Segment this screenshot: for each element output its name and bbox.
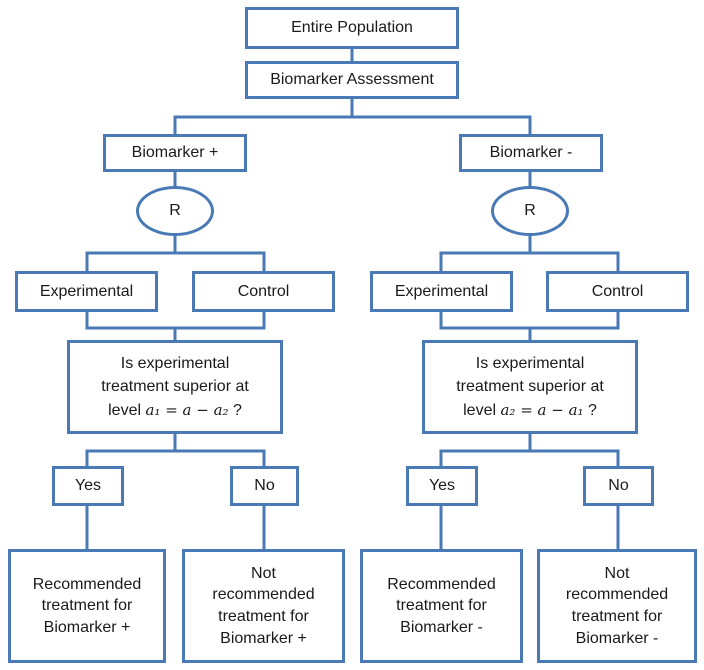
not-recommended-positive-line1: Not (251, 564, 276, 582)
experimental-negative-box: Experimental (370, 271, 513, 312)
connector-assessment-negative (352, 115, 532, 136)
not-recommended-negative-line3: treatment for (571, 608, 663, 625)
question-negative-line2: treatment superior at (456, 378, 604, 396)
not-recommended-positive-line3: treatment for (218, 608, 309, 625)
connector-assessment-positive (173, 97, 354, 136)
experimental-positive-box: Experimental (15, 271, 158, 312)
question-positive-line3-suffix: ? (228, 401, 242, 419)
biomarker-negative-box: Biomarker - (459, 134, 603, 172)
not-recommended-negative-box: Not recommended treatment for Biomarker … (537, 549, 697, 663)
question-negative-line3-suffix: ? (583, 401, 597, 419)
biomarker-negative-label: Biomarker - (489, 144, 573, 162)
recommended-positive-line3: Biomarker + (43, 618, 131, 636)
question-positive-line2: treatment superior at (101, 378, 249, 396)
entire-population-label: Entire Population (291, 19, 413, 37)
connector-positive-arms-merge (85, 310, 266, 330)
question-negative-box: Is experimental treatment superior at le… (422, 340, 638, 434)
biomarker-assessment-box: Biomarker Assessment (245, 61, 459, 99)
question-negative-line3: level a₂ = a − a₁ ? (456, 399, 604, 422)
question-negative-math: a₂ = a − a₁ (500, 400, 584, 419)
yes-positive-box: Yes (52, 466, 124, 506)
recommended-positive-line2: treatment for (41, 597, 133, 615)
not-recommended-positive-line2: recommended (212, 586, 315, 604)
no-positive-box: No (230, 466, 299, 506)
recommended-positive-box: Recommended treatment for Biomarker + (8, 549, 166, 663)
connector-positive-yes (85, 432, 177, 467)
not-recommended-negative-line4: Biomarker - (575, 629, 659, 647)
connector-positive-r-experimental (85, 234, 177, 272)
not-recommended-negative-line1: Not (604, 564, 630, 582)
connector-negative-yes (439, 432, 532, 467)
recommended-positive-line1: Recommended (32, 575, 142, 593)
randomize-negative-oval: R (491, 186, 569, 236)
entire-population-box: Entire Population (245, 7, 459, 49)
no-negative-label: No (608, 477, 629, 495)
yes-negative-label: Yes (428, 477, 456, 495)
question-positive-line3-prefix: level (108, 401, 146, 419)
question-positive-line1: Is experimental (120, 355, 230, 373)
question-negative-line1: Is experimental (475, 355, 585, 373)
question-positive-box: Is experimental treatment superior at le… (67, 340, 283, 434)
biomarker-assessment-label: Biomarker Assessment (270, 71, 434, 89)
connector-negative-no (530, 449, 620, 467)
control-positive-box: Control (192, 271, 335, 312)
no-negative-box: No (583, 466, 654, 506)
question-positive-line3: level a₁ = a − a₂ ? (101, 399, 249, 422)
recommended-negative-box: Recommended treatment for Biomarker - (360, 549, 523, 663)
recommended-negative-line3: Biomarker - (400, 618, 483, 636)
yes-positive-label: Yes (74, 477, 102, 495)
connector-negative-r-control (530, 251, 620, 272)
control-negative-label: Control (591, 282, 644, 300)
randomize-positive-oval: R (136, 186, 214, 236)
connector-negative-r-experimental (439, 234, 532, 272)
control-negative-box: Control (546, 271, 689, 312)
recommended-negative-line1: Recommended (387, 575, 496, 593)
not-recommended-positive-line4: Biomarker + (220, 629, 307, 647)
control-positive-label: Control (237, 282, 290, 300)
yes-negative-box: Yes (406, 466, 478, 506)
experimental-negative-label: Experimental (394, 282, 489, 300)
experimental-positive-label: Experimental (39, 282, 134, 300)
randomize-negative-label: R (524, 202, 536, 220)
biomarker-positive-label: Biomarker + (131, 144, 219, 162)
no-positive-label: No (254, 477, 275, 495)
not-recommended-positive-box: Not recommended treatment for Biomarker … (182, 549, 345, 663)
randomize-positive-label: R (169, 202, 181, 220)
not-recommended-negative-line2: recommended (565, 586, 669, 604)
question-negative-line3-prefix: level (463, 401, 501, 419)
connector-negative-arms-merge (439, 310, 620, 330)
connector-positive-no (175, 449, 266, 467)
biomarker-positive-box: Biomarker + (103, 134, 247, 172)
question-positive-math: a₁ = a − a₂ (145, 400, 229, 419)
recommended-negative-line2: treatment for (396, 597, 487, 615)
connector-positive-r-control (175, 251, 266, 272)
